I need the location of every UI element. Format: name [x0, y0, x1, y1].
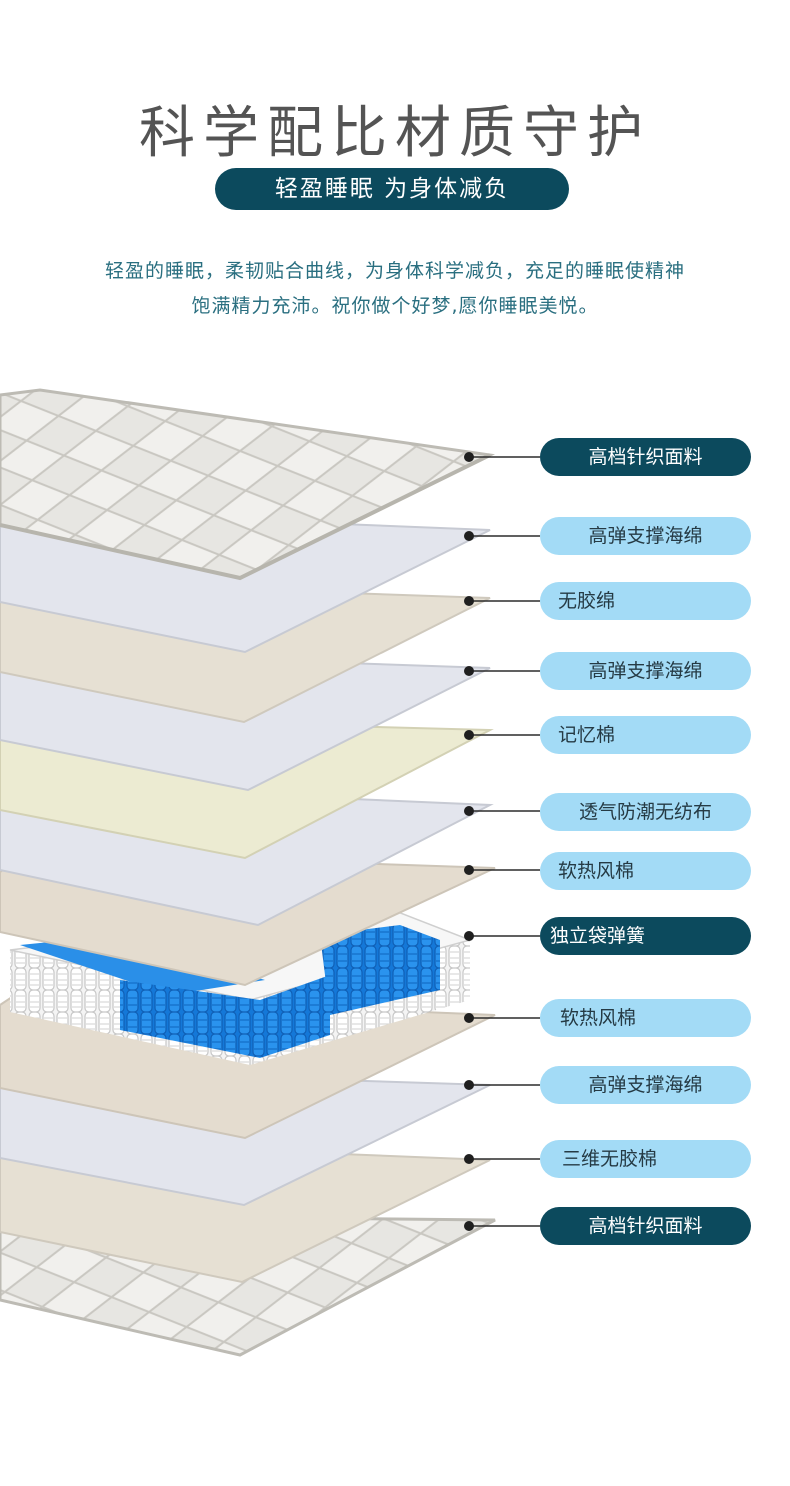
layer-label-knit-fabric-bottom: 高档针织面料: [540, 1207, 751, 1245]
layer-label-pocket-springs: 独立袋弹簧: [540, 917, 751, 955]
layer-label-sponge-1: 高弹支撑海绵: [540, 517, 751, 555]
layer-shape-top-knit: [0, 388, 496, 581]
layer-label-sponge-3: 高弹支撑海绵: [540, 1066, 751, 1104]
layer-label-sponge-2: 高弹支撑海绵: [540, 652, 751, 690]
description-line-1: 轻盈的睡眠，柔韧贴合曲线，为身体科学减负，充足的睡眠使精神: [104, 260, 685, 282]
layer-label-non-woven: 透气防潮无纺布: [540, 793, 751, 831]
layer-label-felt-3: 软热风棉: [540, 999, 751, 1037]
subtitle-badge: 轻盈睡眠 为身体减负: [215, 168, 569, 210]
layer-label-3d-felt: 三维无胶棉: [540, 1140, 751, 1178]
connector-dots: [464, 452, 474, 1231]
layer-label-felt-1: 无胶绵: [540, 582, 751, 620]
mattress-layer-diagram: [0, 388, 540, 1357]
description-line-2: 饱满精力充沛。祝你做个好梦,愿你睡眠美悦。: [191, 295, 599, 317]
layer-label-memory-foam: 记忆棉: [540, 716, 751, 754]
layer-label-knit-fabric-top: 高档针织面料: [540, 438, 751, 476]
connector-lines: [469, 456, 540, 1227]
page-title: 科学配比材质守护: [139, 101, 651, 166]
layer-label-felt-2: 软热风棉: [540, 852, 751, 890]
